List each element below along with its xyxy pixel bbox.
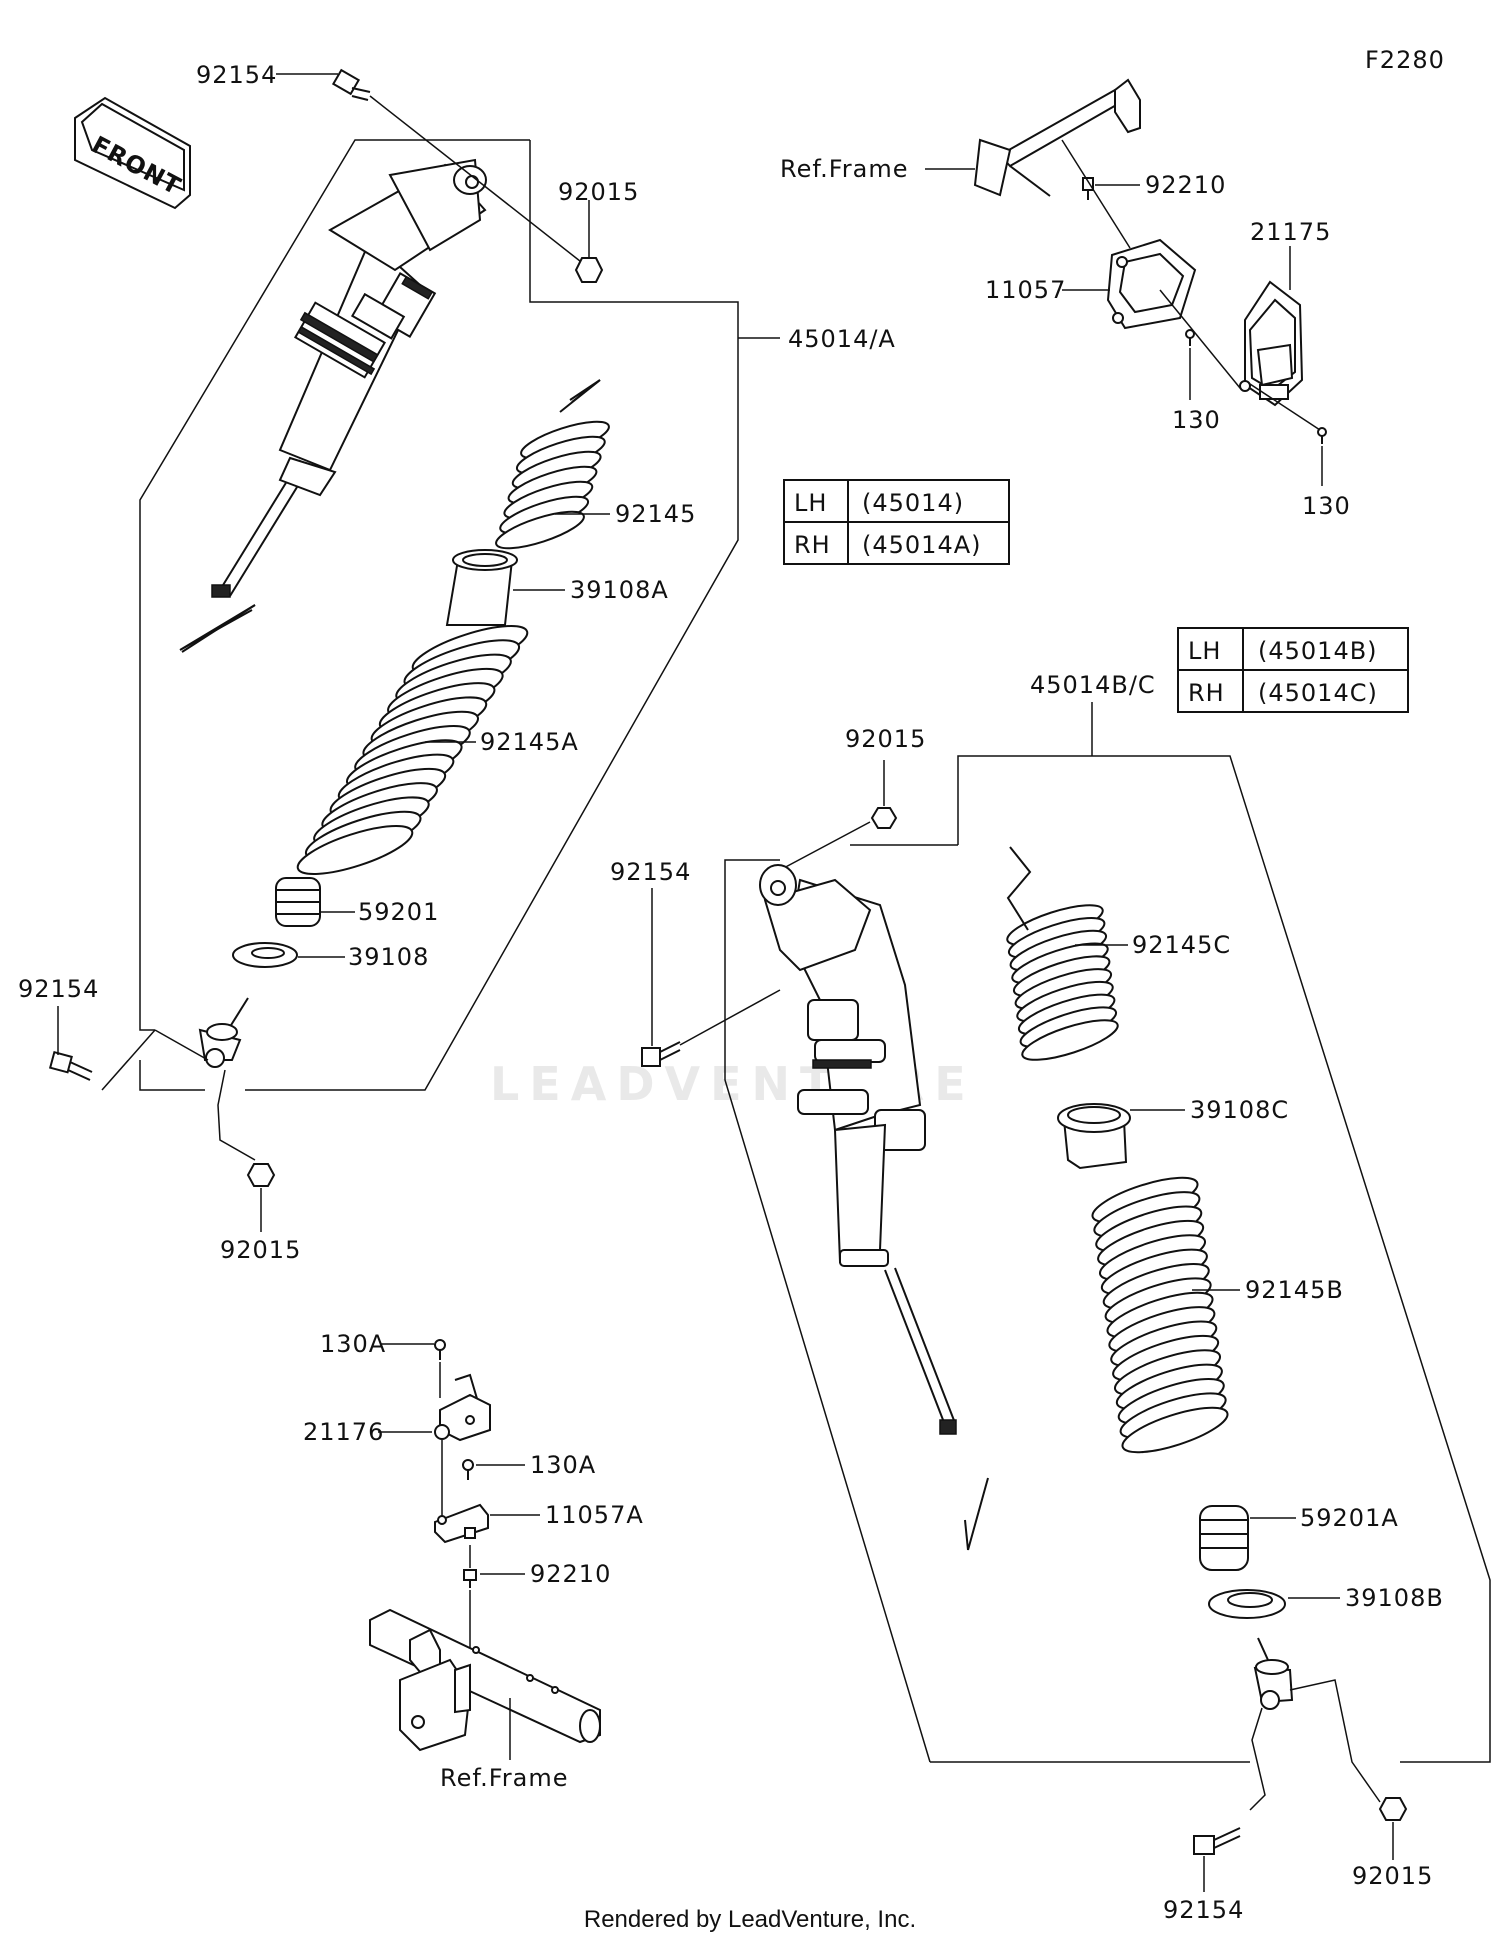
label-92015-left: 92015 <box>220 1236 301 1264</box>
label-130A-top: 130A <box>320 1330 386 1358</box>
screw-130-b <box>1317 427 1327 444</box>
diagram-id: F2280 <box>1365 46 1445 74</box>
table-upper-side-2: RH <box>794 531 831 559</box>
group-bracket-45014BC <box>957 755 1491 1763</box>
label-11057: 11057 <box>985 276 1066 304</box>
label-59201: 59201 <box>358 898 439 926</box>
label-92015-top: 92015 <box>558 178 639 206</box>
label-39108B: 39108B <box>1345 1584 1444 1612</box>
frame-rail-bottom <box>369 1608 601 1752</box>
label-21176: 21176 <box>303 1418 384 1446</box>
label-92145A: 92145A <box>480 728 579 756</box>
spring-coil <box>495 510 585 550</box>
label-130A-mid: 130A <box>530 1451 596 1479</box>
table-upper-part-2: (45014A) <box>862 531 982 559</box>
washer-39108 <box>232 942 298 968</box>
label-92154-br: 92154 <box>1163 1896 1244 1924</box>
group-bracket-45014 <box>139 139 530 1031</box>
spring-coil <box>1021 1019 1119 1061</box>
table-upper-side-1: LH <box>794 489 827 517</box>
table-lower-side-1: LH <box>1188 637 1221 665</box>
bracket-11057 <box>1106 238 1197 330</box>
shock-absorber-lower <box>759 864 957 1435</box>
label-39108C: 39108C <box>1190 1096 1289 1124</box>
spring-seat-39108A <box>445 549 518 626</box>
washer-39108B <box>1208 1589 1286 1619</box>
spring-coil <box>1121 1406 1229 1454</box>
label-11057A: 11057A <box>545 1501 644 1529</box>
shock-absorber-upper <box>211 158 487 598</box>
label-92015-br: 92015 <box>1352 1862 1433 1890</box>
parts-table-lower: LH (45014B) RH (45014C) <box>1177 627 1409 713</box>
parts-table-upper: LH (45014) RH (45014A) <box>783 479 1010 565</box>
screw-92210-bottom <box>463 1569 477 1588</box>
footer-credit: Rendered by LeadVenture, Inc. <box>583 1906 917 1933</box>
label-59201A: 59201A <box>1300 1504 1399 1532</box>
label-ref-frame-top: Ref.Frame <box>780 155 908 183</box>
label-92015-mid: 92015 <box>845 725 926 753</box>
label-92145B: 92145B <box>1245 1276 1344 1304</box>
nut-92015-mid <box>870 807 898 829</box>
table-lower-side-2: RH <box>1188 679 1225 707</box>
label-92145C: 92145C <box>1132 931 1231 959</box>
label-130-a: 130 <box>1172 406 1221 434</box>
table-lower-part-1: (45014B) <box>1258 637 1378 665</box>
bolt-92154-br <box>1193 1827 1241 1855</box>
shock-eye-upper <box>198 997 249 1068</box>
shock-eye-lower <box>1253 1637 1294 1710</box>
label-21175: 21175 <box>1250 218 1331 246</box>
frame-bracket-top <box>973 78 1141 197</box>
label-92145: 92145 <box>615 500 696 528</box>
spring-92145C <box>1006 904 1119 1061</box>
screw-92210-top <box>1082 177 1094 200</box>
table-lower-part-2: (45014C) <box>1258 679 1378 707</box>
label-39108: 39108 <box>348 943 429 971</box>
front-arrow-icon: FRONT <box>74 96 191 210</box>
spring-92145 <box>495 420 610 550</box>
label-130-b: 130 <box>1302 492 1351 520</box>
bump-stop-59201A <box>1199 1505 1249 1571</box>
bump-stop-59201 <box>275 877 321 927</box>
sensor-21176 <box>434 1373 491 1442</box>
ecu-21175 <box>1239 280 1304 407</box>
spring-92145B <box>1091 1176 1229 1454</box>
screw-130A-mid <box>462 1459 474 1480</box>
label-92210-top: 92210 <box>1145 171 1226 199</box>
spring-coil <box>296 825 414 875</box>
label-92210-bottom: 92210 <box>530 1560 611 1588</box>
bracket-11057A <box>434 1503 489 1544</box>
bolt-92154-top <box>331 68 371 101</box>
table-upper-part-1: (45014) <box>862 489 964 517</box>
screw-130A-top <box>434 1339 446 1360</box>
label-45014A: 45014/A <box>788 325 896 353</box>
nut-92015-br <box>1378 1797 1408 1821</box>
label-ref-frame-bottom: Ref.Frame <box>440 1764 568 1792</box>
label-92154-top: 92154 <box>196 61 277 89</box>
screw-130-a <box>1185 329 1195 346</box>
label-92154-left: 92154 <box>18 975 99 1003</box>
label-39108A: 39108A <box>570 576 669 604</box>
bolt-92154-mid <box>641 1041 681 1067</box>
nut-92015-top <box>574 257 604 283</box>
label-92154-mid: 92154 <box>610 858 691 886</box>
nut-92015-left <box>246 1163 276 1187</box>
spring-92145A <box>296 625 529 875</box>
spring-seat-39108C <box>1057 1103 1131 1170</box>
label-45014BC: 45014B/C <box>1030 671 1156 699</box>
bolt-92154-left <box>48 1050 93 1081</box>
